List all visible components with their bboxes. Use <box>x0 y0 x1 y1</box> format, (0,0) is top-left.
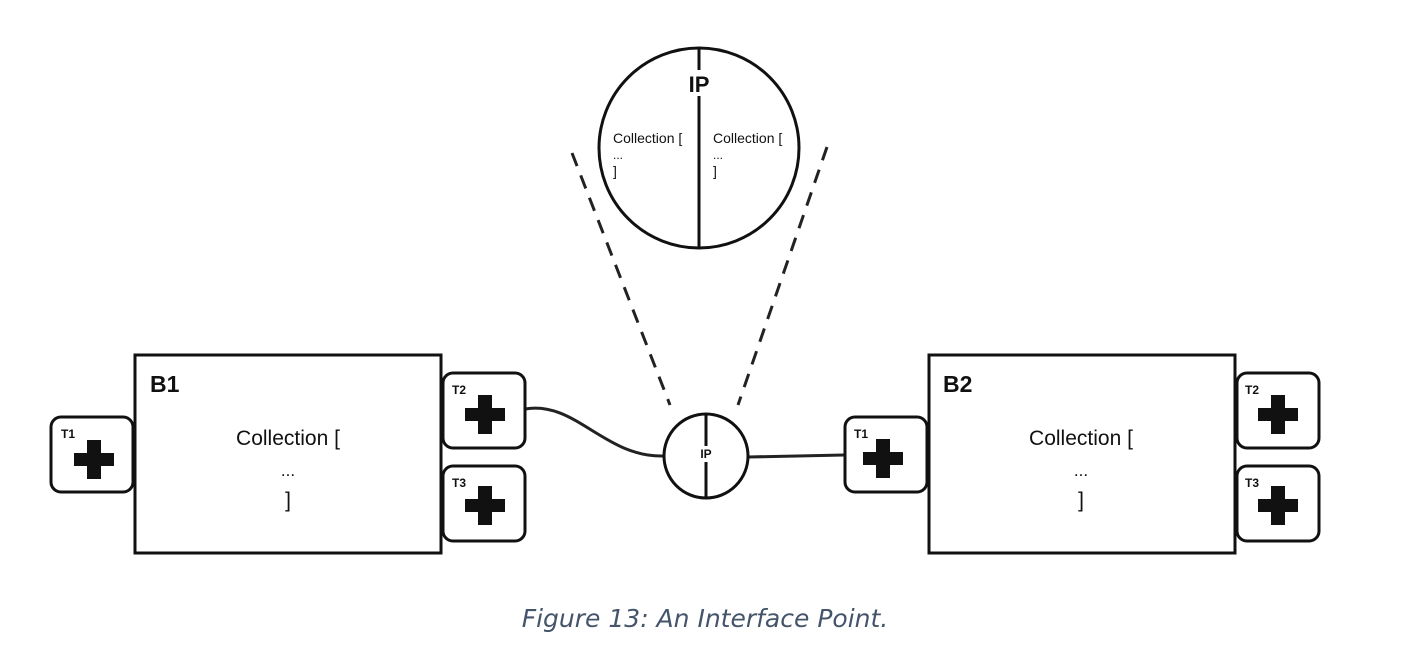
terminal-b2-t3-label: T3 <box>1245 476 1259 490</box>
block-b2-title: B2 <box>943 371 972 397</box>
zoom-left-line-1: Collection [ <box>613 130 682 146</box>
zoom-line-right <box>736 146 829 406</box>
interface-point: IP <box>662 412 750 500</box>
plus-icon <box>1258 395 1298 434</box>
zoom-right-line-2: ... <box>713 148 723 162</box>
ip-label-bg <box>696 446 716 462</box>
terminal-b1-t1[interactable]: T1 <box>49 415 135 494</box>
terminal-b2-t1[interactable]: T1 <box>843 415 929 494</box>
block-b2-line-1: Collection [ <box>1029 427 1133 450</box>
block-b2: B2 Collection [ ... ] T1 T2 T3 <box>843 353 1321 555</box>
ip-label: IP <box>700 447 711 461</box>
terminal-b1-t3[interactable]: T3 <box>441 464 527 543</box>
terminal-b2-t2-label: T2 <box>1245 383 1259 397</box>
block-b2-line-3: ] <box>1078 489 1084 512</box>
terminal-b2-t1-label: T1 <box>854 427 868 441</box>
plus-icon <box>863 439 903 478</box>
zoom-right-line-1: Collection [ <box>713 130 782 146</box>
zoom-title-bg <box>684 70 714 96</box>
zoom-left-line-2: ... <box>613 148 623 162</box>
plus-icon <box>74 440 114 479</box>
connector-ip-to-b2-t1 <box>747 453 845 459</box>
terminal-b1-t3-label: T3 <box>452 476 466 490</box>
block-b1: B1 Collection [ ... ] T1 T2 T3 <box>49 353 527 555</box>
block-b1-line-1: Collection [ <box>236 427 340 450</box>
block-b2-line-2: ... <box>1074 461 1088 480</box>
plus-icon <box>465 486 505 525</box>
figure-caption: Figure 13: An Interface Point. <box>521 604 889 633</box>
zoom-left-line-3: ] <box>613 163 617 179</box>
block-b1-title: B1 <box>150 371 180 397</box>
block-b1-line-2: ... <box>281 461 295 480</box>
zoom-line-left <box>570 152 672 406</box>
terminal-b1-t2[interactable]: T2 <box>441 371 527 450</box>
terminal-b2-t2[interactable]: T2 <box>1235 371 1321 450</box>
block-b2-box <box>927 353 1237 555</box>
block-b1-line-3: ] <box>285 489 291 512</box>
connector-b1-t2-to-ip <box>524 406 665 458</box>
block-b1-box <box>133 353 443 555</box>
zoom-title: IP <box>689 72 710 97</box>
zoomed-interface-point: IP Collection [ ... ] Collection [ ... ] <box>597 46 801 250</box>
plus-icon <box>1258 486 1298 525</box>
terminal-b1-t2-label: T2 <box>452 383 466 397</box>
terminal-b1-t1-label: T1 <box>61 427 75 441</box>
plus-icon <box>465 395 505 434</box>
zoom-right-line-3: ] <box>713 163 717 179</box>
terminal-b2-t3[interactable]: T3 <box>1235 464 1321 543</box>
